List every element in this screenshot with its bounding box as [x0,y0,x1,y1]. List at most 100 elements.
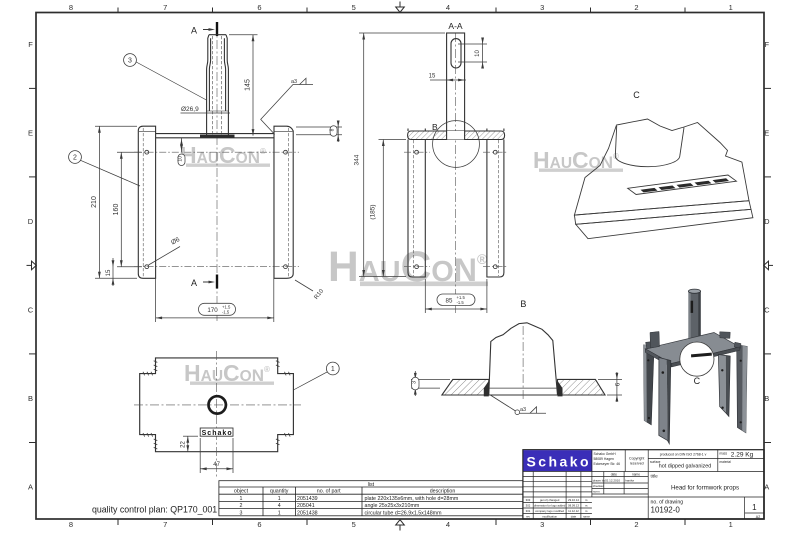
svg-text:object: object [234,489,249,495]
svg-text:2: 2 [240,503,243,509]
svg-text:name: name [583,515,590,519]
svg-text:F: F [765,40,770,49]
svg-text:5: 5 [352,3,356,12]
svg-text:Schako GmbH: Schako GmbH [594,452,617,456]
svg-text:02.12.2010: 02.12.2010 [605,479,620,483]
svg-text:205041: 205041 [297,503,315,509]
svg-text:surface: surface [650,460,661,464]
svg-text:no. of drawing: no. of drawing [651,500,684,506]
svg-text:Ø26,9: Ø26,9 [181,106,199,113]
svg-text:material: material [720,460,732,464]
svg-text:mass: mass [720,452,728,456]
svg-text:gen 2) changed: gen 2) changed [540,498,560,502]
svg-text:2.29 Kg: 2.29 Kg [731,452,754,459]
svg-text:5: 5 [352,520,356,529]
svg-text:3: 3 [128,58,132,65]
svg-text:drawn by: drawn by [593,479,606,483]
svg-text:rs: rs [585,504,588,508]
svg-text:rs: rs [585,498,588,502]
svg-text:A: A [191,26,197,36]
svg-text:title: title [651,474,659,479]
svg-text:a3: a3 [291,79,297,85]
svg-text:A: A [764,483,769,492]
svg-text:8: 8 [330,128,336,131]
svg-text:quality control plan: QP170_00: quality control plan: QP170_001 [92,505,217,515]
svg-text:6: 6 [616,382,622,386]
svg-text:Copyright: Copyright [629,457,644,461]
svg-text:-1.5: -1.5 [222,310,230,315]
svg-text:3: 3 [240,510,243,516]
svg-text:a3: a3 [520,407,526,413]
svg-text:29.10.14: 29.10.14 [568,498,579,502]
svg-text:303: 303 [526,498,531,502]
svg-text:1: 1 [729,520,733,529]
svg-text:checked: checked [593,484,605,488]
svg-text:A-A: A-A [448,21,463,31]
svg-text:rs: rs [585,509,588,513]
svg-text:+1.5: +1.5 [457,295,466,300]
svg-text:Ø6: Ø6 [170,236,181,246]
svg-text:C: C [633,90,640,100]
svg-text:10: 10 [475,50,481,57]
svg-text:7: 7 [163,3,167,12]
svg-text:145: 145 [245,79,252,91]
svg-text:R10: R10 [314,288,326,301]
svg-text:B: B [28,394,33,403]
svg-text:C: C [28,306,34,315]
svg-text:company logo modified: company logo modified [535,509,564,513]
svg-text:hantke: hantke [625,479,634,483]
svg-text:2051439: 2051439 [297,496,318,502]
svg-text:Head for formwork props: Head for formwork props [671,485,739,492]
svg-text:hot dipped galvanized: hot dipped galvanized [659,464,711,470]
svg-text:no. of part: no. of part [317,489,341,495]
svg-text:plate 220x135x6mm, with hole d: plate 220x135x6mm, with hole d=28mm [365,496,459,502]
svg-text:210: 210 [91,196,98,208]
svg-text:58089 Hagen: 58089 Hagen [594,457,614,461]
svg-text:angle 25x25x3x210mm: angle 25x25x3x210mm [365,503,420,509]
svg-text:list: list [368,482,375,488]
svg-text:160: 160 [113,204,120,216]
svg-text:rev: rev [526,515,530,519]
svg-text:7: 7 [163,520,167,529]
svg-text:8: 8 [69,520,73,529]
svg-text:B: B [432,122,438,132]
svg-text:344: 344 [353,154,360,165]
svg-text:F: F [28,40,33,49]
svg-text:date: date [571,515,577,519]
svg-text:302: 302 [526,504,531,508]
svg-text:1: 1 [278,496,281,502]
svg-text:11.12.12: 11.12.12 [568,509,579,513]
svg-text:A: A [28,483,33,492]
svg-text:1: 1 [278,510,281,516]
svg-text:2: 2 [634,3,638,12]
svg-text:6: 6 [257,520,261,529]
svg-text:8: 8 [69,3,73,12]
svg-text:(185): (185) [370,204,377,219]
svg-text:3: 3 [540,520,544,529]
svg-text:circular tube d=26.9x1.5x148mm: circular tube d=26.9x1.5x148mm [365,510,443,516]
svg-text:modification: modification [542,515,557,519]
svg-text:E: E [764,129,769,138]
svg-text:85: 85 [446,297,453,304]
svg-text:D: D [28,217,34,226]
svg-text:1: 1 [729,3,733,12]
svg-text:quantity: quantity [270,489,289,495]
svg-text:08.09.13: 08.09.13 [568,504,579,508]
svg-text:-1.5: -1.5 [457,300,465,305]
svg-text:description: description [430,489,456,495]
svg-text:3: 3 [540,3,544,12]
svg-text:C: C [764,306,770,315]
svg-text:4: 4 [446,520,450,529]
svg-text:D: D [764,217,770,226]
svg-text:name: name [632,473,640,477]
svg-text:date: date [611,473,617,477]
svg-text:C: C [694,376,701,386]
svg-text:B: B [764,394,769,403]
svg-text:301: 301 [526,509,531,513]
svg-text:B: B [520,299,526,309]
svg-text:1: 1 [240,496,243,502]
svg-text:3: 3 [411,381,417,384]
svg-text:1: 1 [331,366,335,373]
svg-text:4: 4 [278,503,281,509]
svg-text:Schako: Schako [202,430,232,437]
